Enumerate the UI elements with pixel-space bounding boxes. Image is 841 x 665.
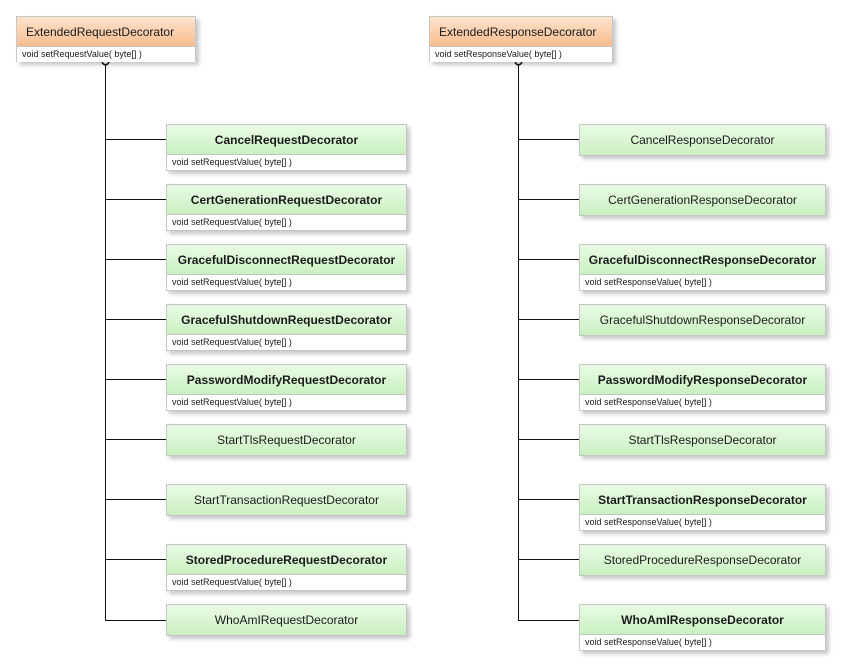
cert-generation-request-decorator-class[interactable]: CertGenerationRequestDecorator void setR…	[166, 184, 407, 231]
class-method: void setResponseValue( byte[] )	[580, 634, 825, 650]
class-name: CertGenerationRequestDecorator	[167, 185, 406, 214]
who-am-i-request-decorator-class[interactable]: WhoAmIRequestDecorator	[166, 604, 407, 636]
stored-procedure-response-decorator-class[interactable]: StoredProcedureResponseDecorator	[579, 544, 826, 576]
class-name: StartTransactionRequestDecorator	[167, 485, 406, 515]
password-modify-response-decorator-class[interactable]: PasswordModifyResponseDecorator void set…	[579, 364, 826, 411]
start-tls-response-decorator-class[interactable]: StartTlsResponseDecorator	[579, 424, 826, 456]
class-method: void setResponseValue( byte[] )	[580, 514, 825, 530]
extended-request-decorator-class[interactable]: ExtendedRequestDecorator void setRequest…	[16, 16, 196, 62]
class-name: GracefulDisconnectRequestDecorator	[167, 245, 406, 274]
class-method: void setResponseValue( byte[] )	[580, 274, 825, 290]
password-modify-request-decorator-class[interactable]: PasswordModifyRequestDecorator void setR…	[166, 364, 407, 411]
start-transaction-request-decorator-class[interactable]: StartTransactionRequestDecorator	[166, 484, 407, 516]
class-name: CancelRequestDecorator	[167, 125, 406, 154]
graceful-shutdown-request-decorator-class[interactable]: GracefulShutdownRequestDecorator void se…	[166, 304, 407, 351]
class-name: CancelResponseDecorator	[580, 125, 825, 155]
class-name: GracefulShutdownResponseDecorator	[580, 305, 825, 335]
class-name: WhoAmIRequestDecorator	[167, 605, 406, 635]
graceful-shutdown-response-decorator-class[interactable]: GracefulShutdownResponseDecorator	[579, 304, 826, 336]
class-method: void setRequestValue( byte[] )	[167, 574, 406, 590]
class-method: void setResponseValue( byte[] )	[580, 394, 825, 410]
class-name: WhoAmIResponseDecorator	[580, 605, 825, 634]
class-name: ExtendedRequestDecorator	[17, 17, 195, 46]
graceful-disconnect-response-decorator-class[interactable]: GracefulDisconnectResponseDecorator void…	[579, 244, 826, 291]
class-name: GracefulShutdownRequestDecorator	[167, 305, 406, 334]
class-name: StartTlsResponseDecorator	[580, 425, 825, 455]
cancel-request-decorator-class[interactable]: CancelRequestDecorator void setRequestVa…	[166, 124, 407, 171]
cancel-response-decorator-class[interactable]: CancelResponseDecorator	[579, 124, 826, 156]
start-transaction-response-decorator-class[interactable]: StartTransactionResponseDecorator void s…	[579, 484, 826, 531]
start-tls-request-decorator-class[interactable]: StartTlsRequestDecorator	[166, 424, 407, 456]
class-name: PasswordModifyResponseDecorator	[580, 365, 825, 394]
class-name: ExtendedResponseDecorator	[430, 17, 612, 46]
cert-generation-response-decorator-class[interactable]: CertGenerationResponseDecorator	[579, 184, 826, 216]
class-name: PasswordModifyRequestDecorator	[167, 365, 406, 394]
class-name: GracefulDisconnectResponseDecorator	[580, 245, 825, 274]
class-method: void setRequestValue( byte[] )	[17, 46, 195, 62]
class-method: void setRequestValue( byte[] )	[167, 334, 406, 350]
class-method: void setRequestValue( byte[] )	[167, 394, 406, 410]
class-name: StartTransactionResponseDecorator	[580, 485, 825, 514]
class-method: void setRequestValue( byte[] )	[167, 154, 406, 170]
stored-procedure-request-decorator-class[interactable]: StoredProcedureRequestDecorator void set…	[166, 544, 407, 591]
class-name: StoredProcedureResponseDecorator	[580, 545, 825, 575]
class-name: CertGenerationResponseDecorator	[580, 185, 825, 215]
graceful-disconnect-request-decorator-class[interactable]: GracefulDisconnectRequestDecorator void …	[166, 244, 407, 291]
who-am-i-response-decorator-class[interactable]: WhoAmIResponseDecorator void setResponse…	[579, 604, 826, 651]
class-name: StoredProcedureRequestDecorator	[167, 545, 406, 574]
class-name: StartTlsRequestDecorator	[167, 425, 406, 455]
class-method: void setRequestValue( byte[] )	[167, 214, 406, 230]
class-method: void setRequestValue( byte[] )	[167, 274, 406, 290]
class-method: void setResponseValue( byte[] )	[430, 46, 612, 62]
extended-response-decorator-class[interactable]: ExtendedResponseDecorator void setRespon…	[429, 16, 613, 62]
